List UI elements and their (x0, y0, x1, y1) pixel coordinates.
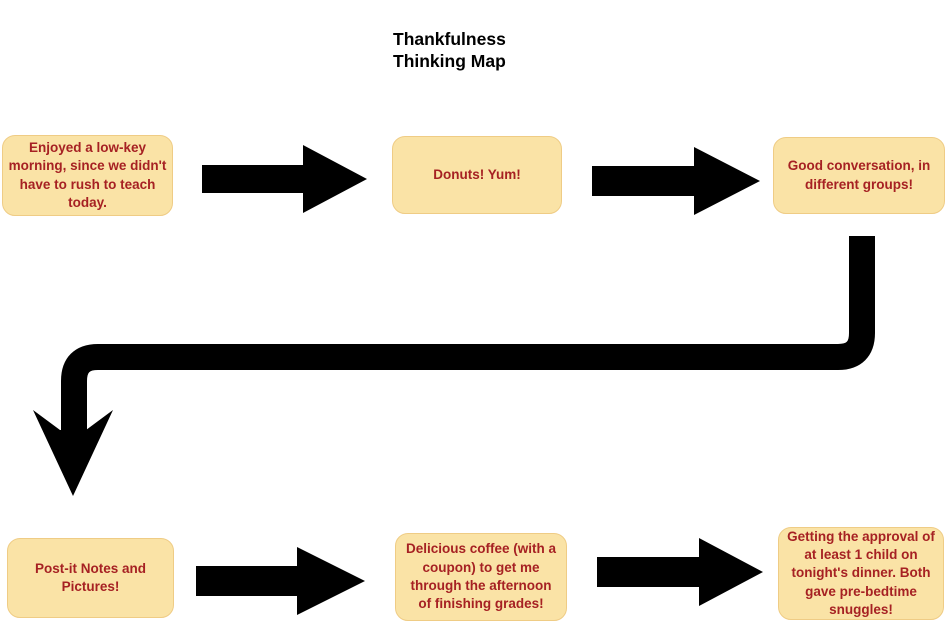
node-good-conversation: Good conversation, in different groups! (773, 137, 945, 214)
node-delicious-coffee: Delicious coffee (with a coupon) to get … (395, 533, 567, 621)
elbow-connector (61, 236, 875, 436)
node-donuts: Donuts! Yum! (392, 136, 562, 214)
node-text: Delicious coffee (with a coupon) to get … (405, 541, 557, 612)
node-text: Enjoyed a low-key morning, since we didn… (8, 139, 167, 210)
down-arrowhead-icon (33, 410, 113, 496)
right-arrow-icon (597, 538, 763, 606)
node-dinner-approval: Getting the approval of at least 1 child… (778, 527, 944, 620)
node-enjoyed-morning: Enjoyed a low-key morning, since we didn… (2, 135, 173, 216)
node-text: Getting the approval of at least 1 child… (787, 528, 935, 618)
node-postit-notes: Post-it Notes and Pictures! (7, 538, 174, 618)
node-text: Donuts! Yum! (433, 166, 521, 182)
right-arrow-icon (592, 147, 760, 215)
right-arrow-icon (202, 145, 367, 213)
right-arrow-icon (196, 547, 365, 615)
page-title-line2: Thinking Map (393, 51, 506, 71)
node-text: Post-it Notes and Pictures! (34, 560, 146, 594)
page-title: Thankfulness Thinking Map (393, 28, 506, 72)
node-text: Good conversation, in different groups! (787, 158, 931, 192)
page-title-line1: Thankfulness (393, 29, 506, 49)
